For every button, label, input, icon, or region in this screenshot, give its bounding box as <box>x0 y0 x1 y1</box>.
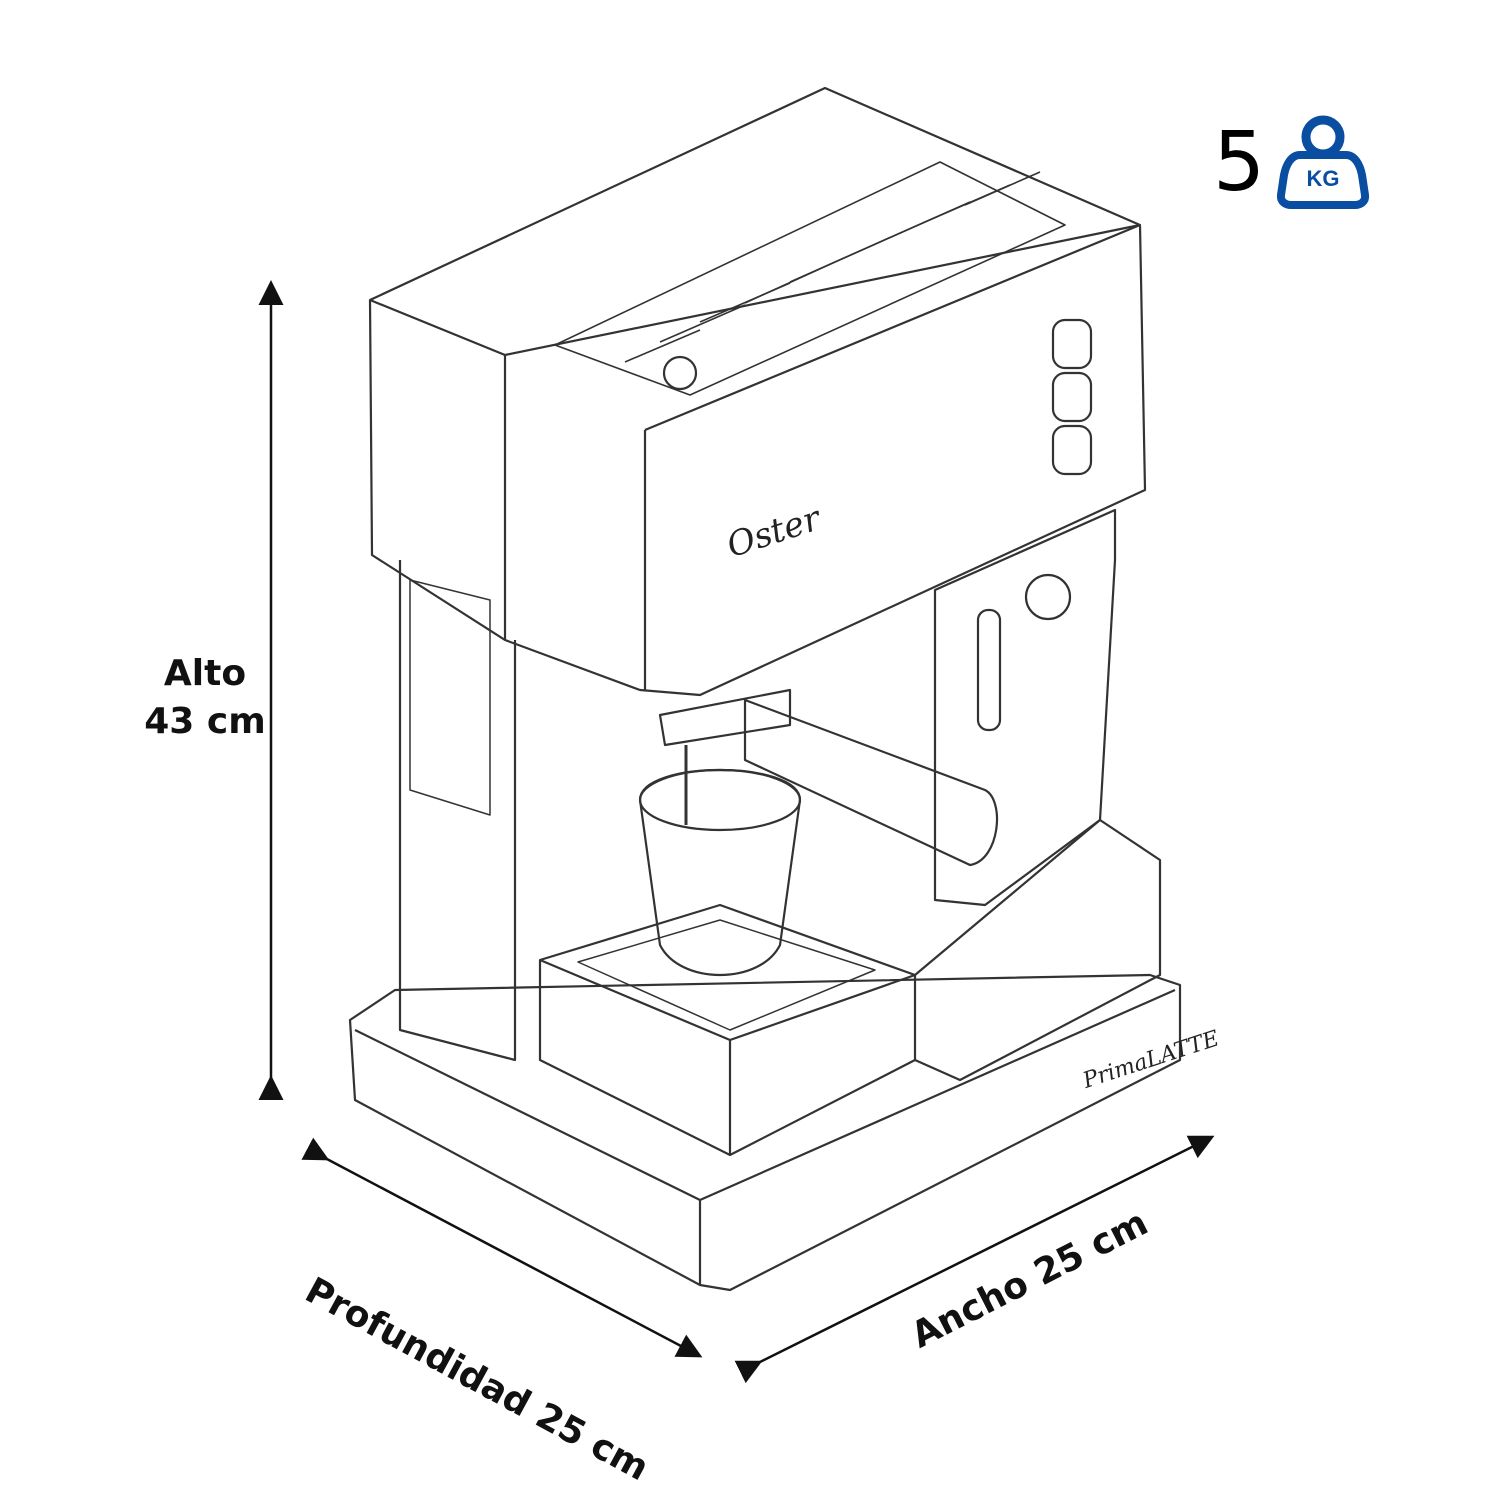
control-button-2 <box>1051 371 1093 423</box>
lower-right-block <box>914 818 1162 1082</box>
control-button-3 <box>1051 424 1093 476</box>
control-button-1 <box>1051 318 1093 370</box>
weight-icon-handle <box>1301 115 1345 159</box>
drip-grate <box>577 919 876 1031</box>
height-value: 43 cm <box>144 701 266 742</box>
drip-tray-edge <box>539 958 916 1042</box>
brew-head <box>658 688 792 747</box>
weight-icon: KG <box>1276 115 1370 209</box>
side-window <box>409 579 491 816</box>
drip-tray <box>538 903 917 1157</box>
top-housing-edge <box>369 223 1141 357</box>
water-tank <box>933 508 1117 907</box>
cup <box>638 768 802 977</box>
body-column <box>398 560 517 1062</box>
cup-warmer-tray <box>554 161 1066 396</box>
weight-unit: KG <box>1307 166 1340 191</box>
steam-wand <box>976 608 1002 732</box>
height-label: Alto 43 cm <box>140 650 270 746</box>
portafilter <box>743 698 999 867</box>
control-knob <box>1024 573 1072 621</box>
height-title: Alto <box>163 653 247 694</box>
depth-arrow <box>301 1137 703 1358</box>
weight-value: 5 <box>1213 115 1266 210</box>
front-panel-edge <box>644 223 1141 432</box>
width-arrow <box>734 1135 1215 1384</box>
top-housing <box>368 86 1147 697</box>
cup-rim <box>638 768 802 832</box>
vent-slots <box>624 171 1041 363</box>
water-fill-cap <box>662 355 698 391</box>
weight-icon-body <box>1276 151 1370 209</box>
base-edge <box>354 988 1176 1202</box>
